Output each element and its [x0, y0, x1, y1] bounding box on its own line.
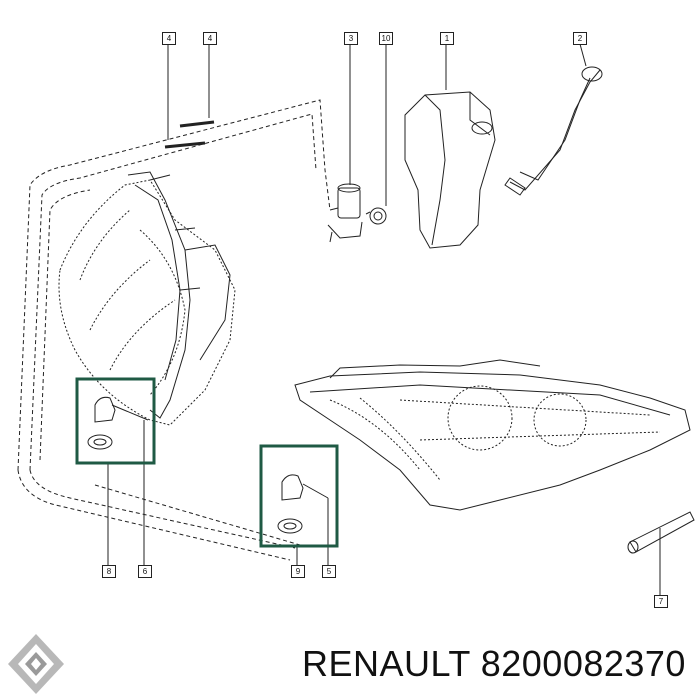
filler-neck	[504, 66, 603, 196]
headlight-right-body	[294, 359, 691, 511]
headlight-right-detail	[329, 385, 661, 481]
callout-9: 9	[291, 565, 305, 578]
hose-sleeve	[627, 511, 695, 554]
headlight-left-view	[58, 179, 236, 426]
renault-logo-icon	[8, 634, 64, 694]
callout-3: 3	[344, 32, 358, 45]
highlight-box-upper-nozzle	[75, 377, 156, 465]
callout-4-right: 4	[203, 32, 217, 45]
callout-4-left: 4	[162, 32, 176, 45]
headlight-left-body	[127, 171, 231, 419]
jet-nozzle-upper	[87, 396, 149, 450]
washer-reservoir	[404, 91, 496, 249]
callout-2: 2	[573, 32, 587, 45]
callout-5: 5	[322, 565, 336, 578]
hose-connectors	[164, 120, 215, 149]
jet-nozzle-lower	[277, 474, 329, 534]
part-number: 8200082370	[480, 643, 686, 684]
callout-1: 1	[440, 32, 454, 45]
callout-6: 6	[138, 565, 152, 578]
callout-7: 7	[654, 595, 668, 608]
washer-pump	[327, 183, 363, 243]
callout-8: 8	[102, 565, 116, 578]
callout-10: 10	[379, 32, 393, 45]
leader-lines	[107, 43, 661, 595]
washer-hose-routing	[17, 99, 331, 561]
highlight-box-lower-nozzle	[259, 444, 339, 548]
part-caption: RENAULT 8200082370	[302, 642, 694, 686]
pump-grommet	[365, 207, 387, 225]
brand-name: RENAULT	[302, 643, 471, 684]
